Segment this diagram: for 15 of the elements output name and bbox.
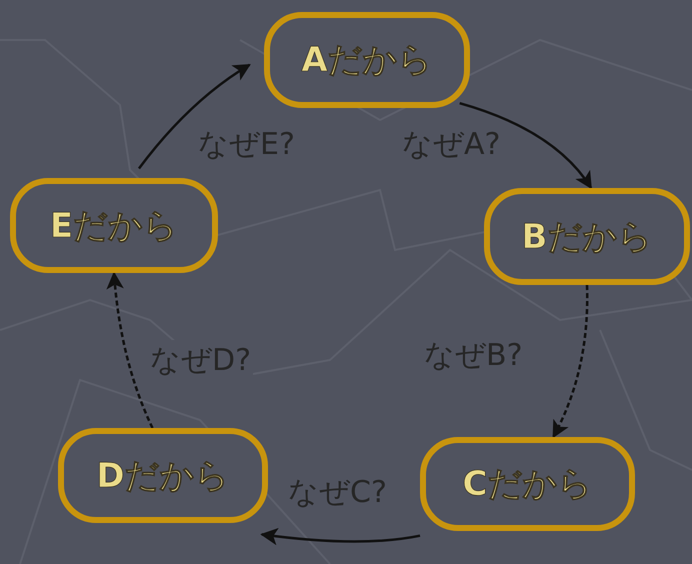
arrow	[260, 528, 420, 546]
rounded-box	[484, 188, 690, 285]
arrow	[459, 102, 592, 190]
rounded-box	[58, 428, 268, 523]
rounded-box	[264, 12, 470, 108]
arrow	[138, 64, 251, 170]
arrow	[552, 284, 588, 438]
node-text: Dだから	[96, 454, 230, 498]
rounded-box	[420, 437, 635, 531]
node-text: Cだから	[462, 463, 592, 506]
node-text: Bだから	[522, 216, 652, 258]
rounded-box	[10, 178, 218, 273]
node-text: Aだから	[301, 39, 433, 82]
node-text: Eだから	[50, 204, 178, 248]
arrow	[106, 272, 154, 429]
